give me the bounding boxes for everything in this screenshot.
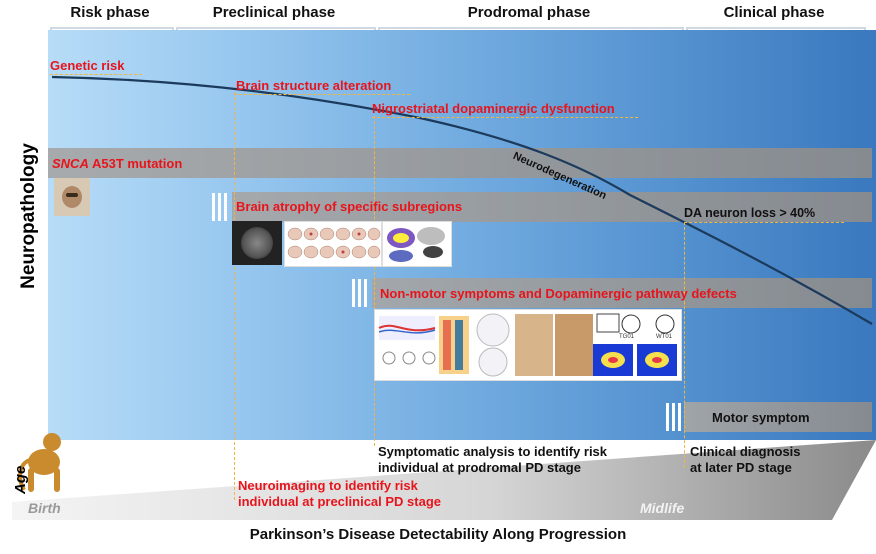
figure-footer-title: Parkinson’s Disease Detectability Along …: [249, 526, 627, 543]
mri-brain-shape: [241, 227, 273, 259]
nonmotor-data-drawing: [378, 313, 677, 377]
nonmotor-stripes: [352, 279, 370, 307]
nigrostriatal-label: Nigrostriatal dopaminergic dysfunction: [372, 101, 615, 116]
midlife-label: Midlife: [640, 500, 685, 516]
snca-label: SNCA A53T mutation: [52, 156, 182, 171]
phase-risk-label: Risk phase: [70, 4, 150, 21]
brain-3d-drawing: [387, 227, 445, 262]
da-loss-label: DA neuron loss > 40%: [684, 206, 816, 220]
tg01-label: TG01: [619, 334, 635, 340]
symptomatic-line2: individual at prodromal PD stage: [378, 460, 581, 475]
birth-label: Birth: [28, 500, 61, 516]
brain-atrophy-stripes: [212, 193, 230, 221]
prodromal-guide: [374, 116, 375, 446]
neuroimaging-line2: individual at preclinical PD stage: [238, 494, 442, 509]
monkey-silhouette-icon: [18, 433, 61, 492]
nigrostriatal-underline: [372, 117, 638, 118]
monkey-eyes-shape: [66, 193, 78, 197]
motor-stripes: [666, 403, 684, 431]
da-loss-underline: [684, 222, 844, 223]
nonmotor-band: [372, 278, 872, 308]
motor-label: Motor symptom: [712, 410, 810, 425]
brain-atrophy-label: Brain atrophy of specific subregions: [236, 199, 463, 214]
brain-atrophy-band: [232, 192, 872, 222]
symptomatic-text: Symptomatic analysis to identify risk in…: [378, 444, 607, 476]
clinical-guide: [684, 222, 685, 468]
monkey-face-shape: [62, 186, 82, 208]
nonmotor-data-collage: TG01 WT01: [374, 309, 682, 381]
snca-band: [48, 148, 872, 178]
symptomatic-line1: Symptomatic analysis to identify risk: [378, 444, 608, 459]
phase-preclinical-label: Preclinical phase: [212, 4, 336, 21]
age-label: Age: [12, 465, 29, 494]
snca-gene-name: SNCA: [52, 156, 89, 171]
brain-structure-label: Brain structure alteration: [236, 78, 392, 93]
genetic-risk-label: Genetic risk: [50, 58, 125, 73]
brain-slices-drawing: [287, 227, 381, 259]
clinical-line1: Clinical diagnosis: [690, 444, 801, 459]
genetic-risk-underline: [50, 74, 142, 75]
phase-prodromal-label: Prodromal phase: [467, 4, 591, 21]
snca-mutation-text: A53T mutation: [88, 156, 183, 171]
neuroimaging-line1: Neuroimaging to identify risk: [238, 478, 418, 493]
preclinical-guide: [234, 92, 235, 500]
age-wedge: [12, 440, 876, 520]
mri-scan-image: [232, 221, 282, 265]
brain-3d-render: [382, 221, 452, 267]
monkey-portrait: [54, 178, 90, 216]
motor-band: [684, 402, 872, 432]
clinical-diagnosis-text: Clinical diagnosis at later PD stage: [690, 444, 801, 476]
wt01-label: WT01: [656, 334, 673, 340]
phase-clinical-label: Clinical phase: [723, 4, 825, 21]
brain-slices-image: [284, 221, 382, 267]
nonmotor-label: Non-motor symptoms and Dopaminergic path…: [380, 286, 737, 301]
clinical-line2: at later PD stage: [690, 460, 792, 475]
brain-structure-underline: [234, 94, 410, 95]
neuroimaging-text: Neuroimaging to identify risk individual…: [238, 478, 441, 510]
